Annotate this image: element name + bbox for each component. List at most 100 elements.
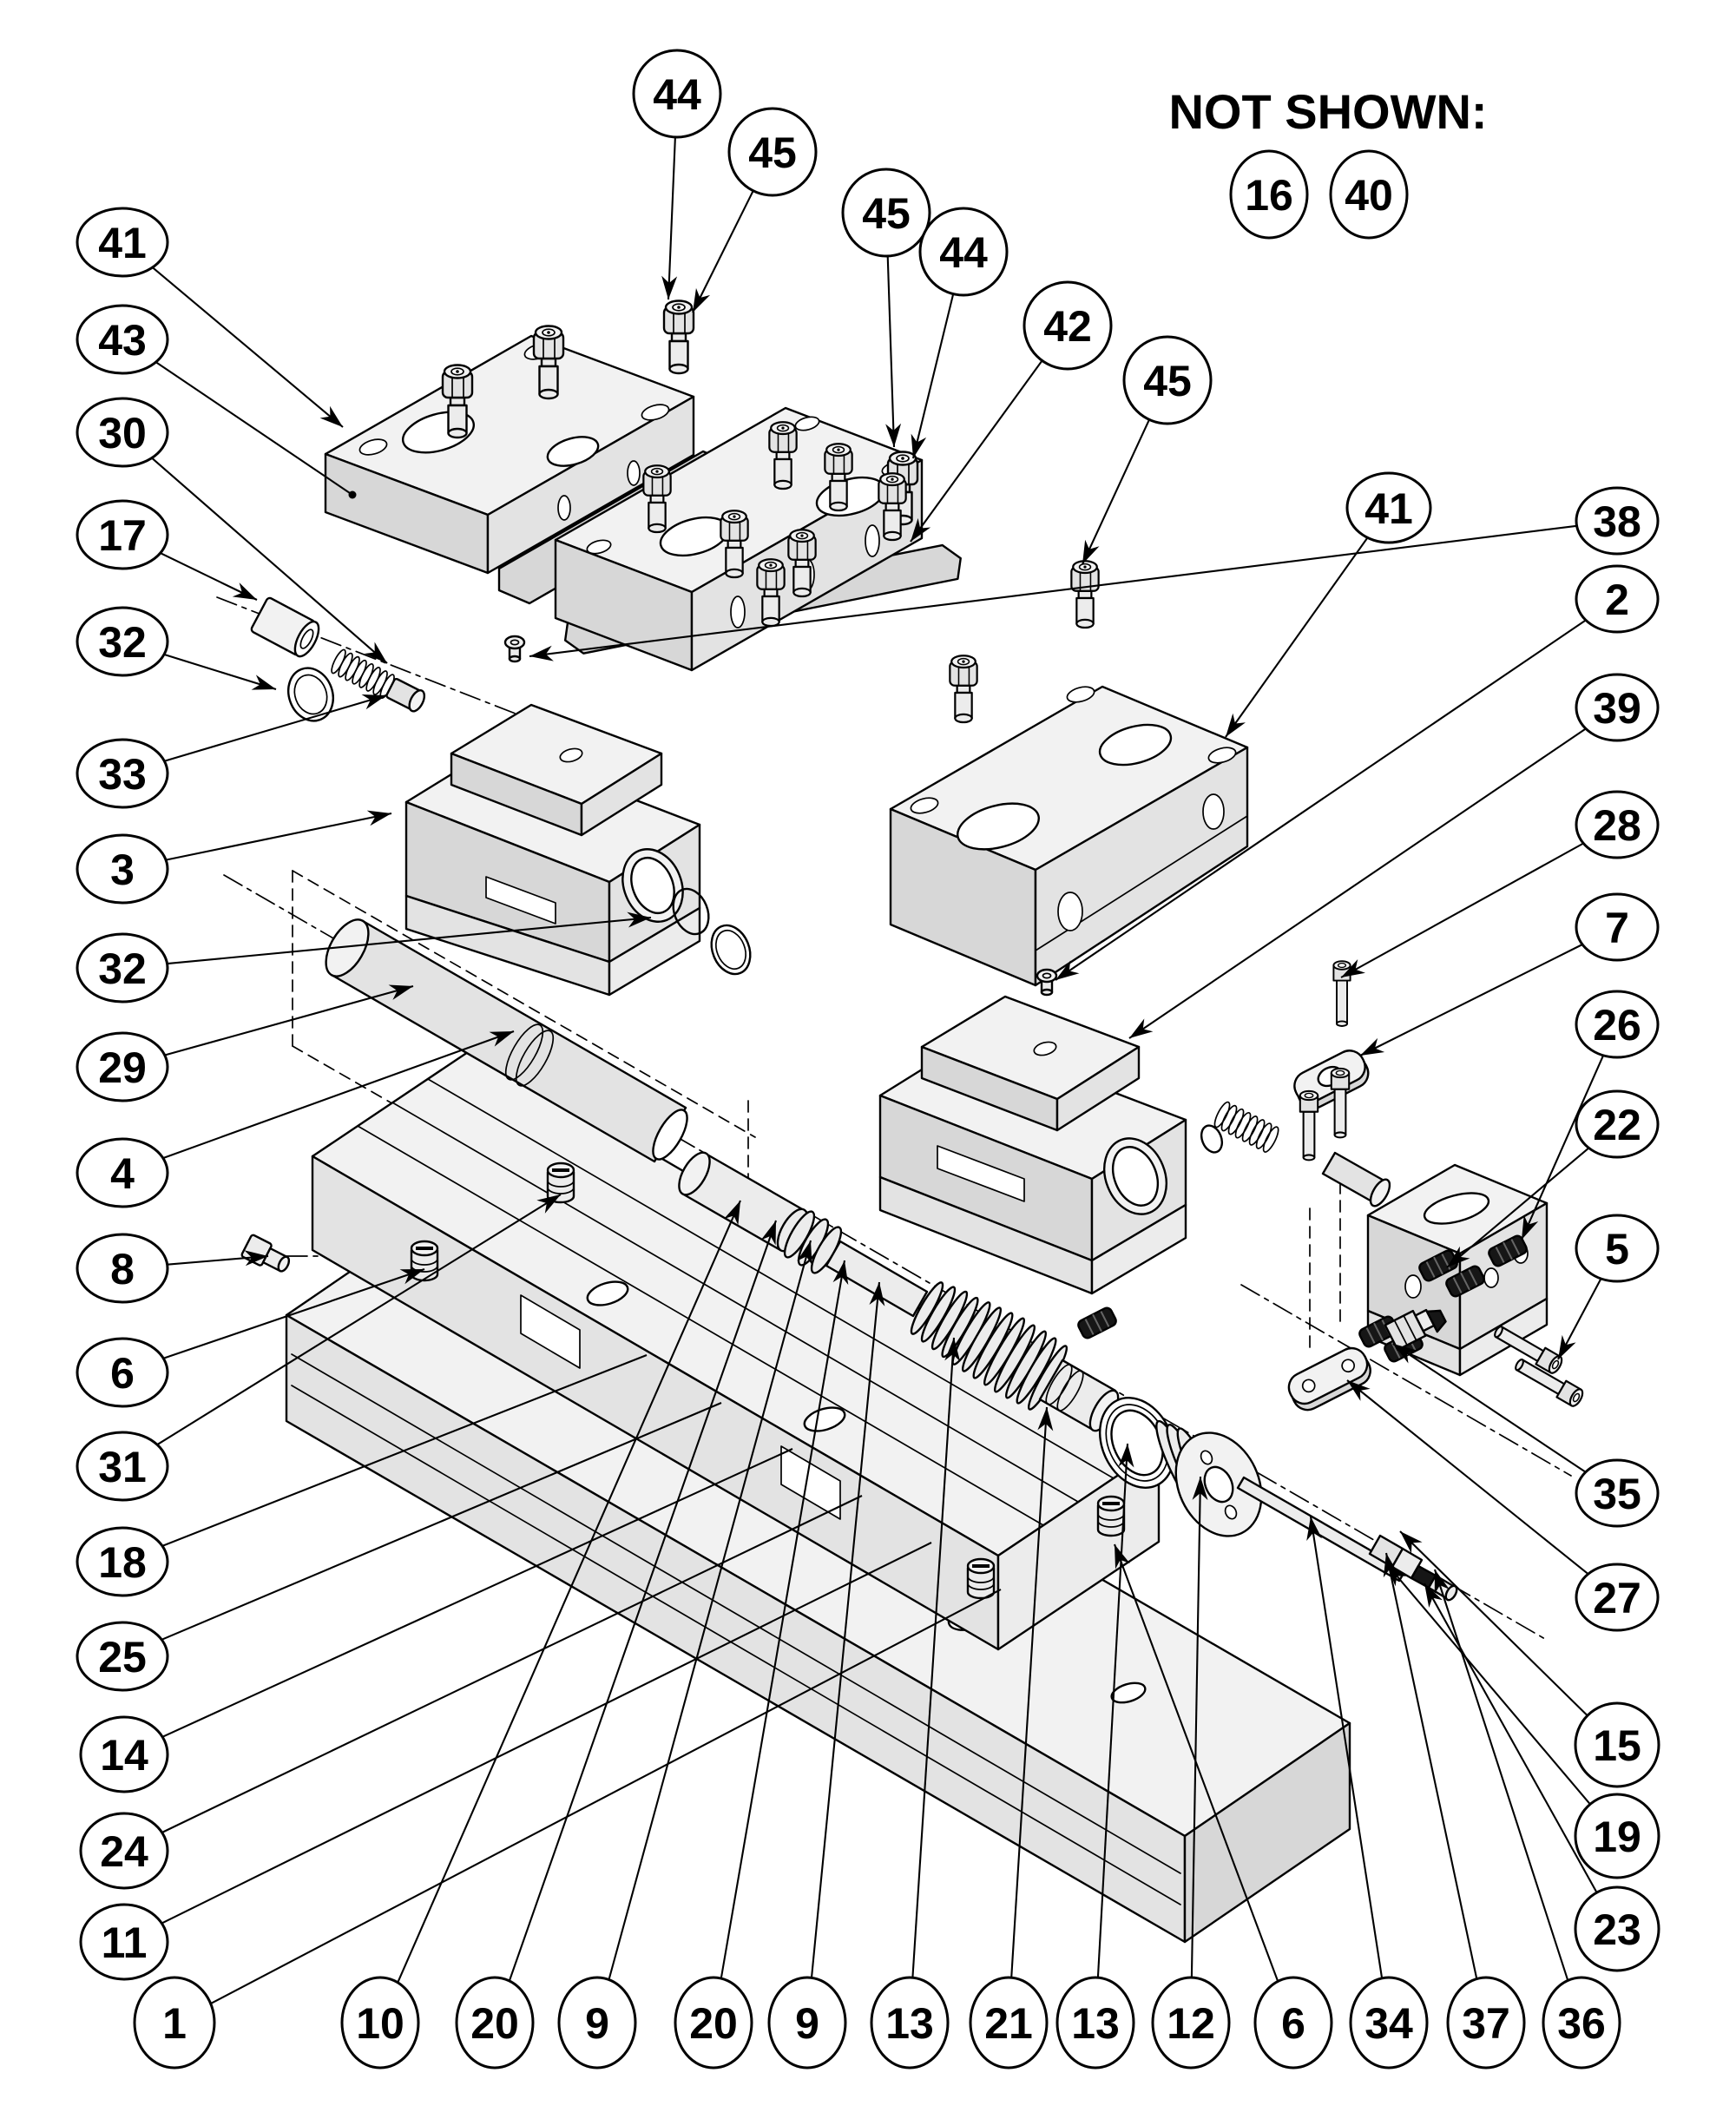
svg-text:29: 29 bbox=[98, 1043, 147, 1092]
balloon-17: 17 bbox=[76, 499, 169, 570]
not-shown-heading: NOT SHOWN: bbox=[1168, 84, 1487, 139]
balloon-27: 27 bbox=[1575, 1563, 1660, 1632]
leader-line-5 bbox=[1557, 1278, 1602, 1360]
leader-line-42 bbox=[910, 359, 1043, 543]
balloon-1: 1 bbox=[133, 1976, 216, 2070]
svg-text:44: 44 bbox=[939, 228, 988, 277]
balloon-9: 9 bbox=[767, 1976, 847, 2070]
leadscrew-nut-block bbox=[1075, 1050, 1587, 1412]
svg-text:26: 26 bbox=[1593, 1001, 1641, 1050]
jaw-plate-right bbox=[889, 685, 1249, 987]
svg-text:25: 25 bbox=[98, 1633, 147, 1681]
leader-line-20 bbox=[720, 1260, 849, 1979]
hex-nose-fitting bbox=[1384, 1308, 1447, 1352]
svg-text:31: 31 bbox=[98, 1443, 147, 1491]
leader-line-15 bbox=[1399, 1530, 1588, 1717]
svg-text:28: 28 bbox=[1593, 801, 1641, 850]
svg-text:11: 11 bbox=[102, 1918, 148, 1967]
svg-text:40: 40 bbox=[1345, 171, 1393, 220]
balloon-5: 5 bbox=[1575, 1214, 1660, 1283]
balloon-45: 45 bbox=[727, 107, 818, 197]
svg-text:10: 10 bbox=[356, 1999, 404, 2048]
leader-line-4 bbox=[162, 1030, 515, 1160]
leader-line-24 bbox=[161, 1495, 863, 1833]
svg-text:30: 30 bbox=[98, 409, 147, 457]
leader-line-9 bbox=[810, 1281, 885, 1978]
handle-rod bbox=[1236, 1476, 1458, 1602]
leader-line-13 bbox=[911, 1337, 961, 1978]
movable-jaw-right bbox=[878, 960, 1391, 1295]
svg-text:21: 21 bbox=[984, 1999, 1033, 2048]
leader-line-18 bbox=[161, 1354, 648, 1547]
balloon-24: 24 bbox=[79, 1812, 169, 1890]
balloon-32: 32 bbox=[76, 932, 169, 1004]
svg-text:2: 2 bbox=[1605, 576, 1629, 624]
balloon-6: 6 bbox=[76, 1337, 169, 1408]
svg-text:7: 7 bbox=[1605, 904, 1629, 952]
balloon-29: 29 bbox=[76, 1031, 169, 1102]
balloon-3: 3 bbox=[76, 833, 169, 905]
balloon-13: 13 bbox=[1055, 1976, 1135, 2070]
leader-line-33 bbox=[164, 694, 387, 762]
balloon-19: 19 bbox=[1574, 1793, 1660, 1879]
balloon-28: 28 bbox=[1575, 790, 1660, 859]
leader-line-41 bbox=[1225, 536, 1369, 738]
leader-line-6 bbox=[1114, 1543, 1279, 1982]
leader-line-25 bbox=[161, 1402, 722, 1641]
leader-line-43 bbox=[155, 361, 357, 499]
svg-text:35: 35 bbox=[1593, 1470, 1641, 1518]
svg-text:23: 23 bbox=[1593, 1905, 1641, 1954]
leader-line-44 bbox=[661, 136, 678, 300]
balloon-21: 21 bbox=[969, 1976, 1049, 2070]
leader-line-8 bbox=[167, 1250, 269, 1267]
svg-text:4: 4 bbox=[110, 1149, 135, 1198]
balloon-39: 39 bbox=[1575, 673, 1660, 742]
leader-line-37 bbox=[1383, 1552, 1478, 1979]
leader-line-10 bbox=[397, 1200, 741, 1984]
leader-line-1 bbox=[210, 1589, 1002, 2005]
svg-text:37: 37 bbox=[1462, 1999, 1510, 2048]
balloon-35: 35 bbox=[1575, 1458, 1660, 1528]
svg-text:33: 33 bbox=[98, 750, 147, 799]
svg-text:22: 22 bbox=[1593, 1101, 1641, 1149]
svg-text:9: 9 bbox=[585, 1999, 609, 2048]
leader-line-32 bbox=[163, 653, 277, 691]
balloon-10: 10 bbox=[340, 1976, 420, 2070]
balloon-2: 2 bbox=[1575, 564, 1660, 634]
leader-line-44 bbox=[911, 293, 955, 459]
balloon-22: 22 bbox=[1575, 1089, 1660, 1159]
balloon-32: 32 bbox=[76, 606, 169, 677]
svg-text:16: 16 bbox=[1245, 171, 1293, 220]
svg-text:24: 24 bbox=[100, 1827, 148, 1876]
balloon-43: 43 bbox=[76, 304, 169, 375]
balloon-20: 20 bbox=[455, 1976, 535, 2070]
svg-text:45: 45 bbox=[862, 189, 911, 238]
svg-text:20: 20 bbox=[689, 1999, 738, 2048]
balloon-23: 23 bbox=[1574, 1885, 1660, 1972]
leader-line-30 bbox=[151, 457, 388, 664]
svg-text:45: 45 bbox=[1143, 357, 1192, 405]
svg-text:43: 43 bbox=[98, 316, 147, 365]
leader-line-28 bbox=[1340, 842, 1584, 978]
balloon-45: 45 bbox=[841, 168, 931, 258]
leader-line-14 bbox=[161, 1448, 793, 1738]
leader-line-45 bbox=[1082, 418, 1150, 565]
svg-text:8: 8 bbox=[110, 1245, 135, 1293]
svg-text:20: 20 bbox=[470, 1999, 519, 2048]
svg-text:13: 13 bbox=[1071, 1999, 1120, 2048]
balloon-9: 9 bbox=[557, 1976, 637, 2070]
balloon-44: 44 bbox=[918, 207, 1009, 297]
balloon-11: 11 bbox=[79, 1903, 169, 1981]
svg-text:39: 39 bbox=[1593, 684, 1641, 733]
leader-line-29 bbox=[164, 984, 414, 1056]
balloon-13: 13 bbox=[870, 1976, 950, 2070]
leader-line-20 bbox=[508, 1220, 777, 1982]
svg-text:44: 44 bbox=[653, 70, 701, 119]
balloon-20: 20 bbox=[674, 1976, 753, 2070]
balloon-44: 44 bbox=[632, 49, 722, 139]
leader-lines bbox=[151, 136, 1605, 2005]
balloon-42: 42 bbox=[1023, 280, 1113, 371]
leader-line-13 bbox=[1096, 1443, 1134, 1978]
svg-text:41: 41 bbox=[1364, 484, 1413, 533]
